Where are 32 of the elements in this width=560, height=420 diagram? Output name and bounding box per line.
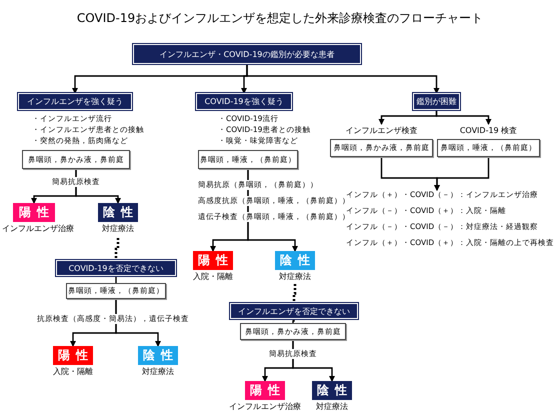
heading-box: インフルエンザを強く疑う — [18, 93, 132, 110]
arrow — [115, 299, 161, 347]
result-box: 陰性 — [98, 203, 138, 222]
arrow — [75, 169, 121, 204]
caption-text: インフルエンザ治療 — [2, 224, 74, 234]
caption-text: 対症療法 — [316, 402, 348, 412]
heading-box: COVID-19を強く疑う — [196, 93, 292, 110]
result-box: 陰性 — [312, 381, 352, 400]
caption-text: 対症療法 — [142, 367, 174, 377]
result-box: 陽性 — [193, 251, 233, 270]
result-box: 陽性 — [245, 381, 285, 400]
caption-text: インフルエンザ治療 — [229, 402, 301, 412]
heading-box: 鑑別が困難 — [413, 93, 460, 110]
heading-text: インフルエンザ検査 — [346, 126, 418, 135]
title: COVID-19およびインフルエンザを想定した外来診療検査のフローチャート — [76, 11, 484, 25]
arrow — [436, 110, 492, 125]
caption-text: 対症療法 — [102, 224, 134, 234]
result-box: 陰性 — [138, 346, 178, 365]
arrow — [434, 157, 490, 191]
caption-text: 入院・隔離 — [53, 367, 93, 377]
heading-text: COVID-19 検査 — [460, 126, 518, 135]
heading-box: インフルエンザを否定できない — [230, 303, 358, 319]
result-box: 陽性 — [13, 203, 55, 222]
heading-box: COVID-19を否定できない — [56, 260, 176, 276]
caption-text: 入院・隔離 — [193, 272, 233, 282]
arrow — [246, 64, 440, 94]
result-box: 陰性 — [275, 251, 315, 270]
heading-box: インフルエンザ・COVID-19の鑑別が必要な患者 — [133, 44, 361, 64]
dotted-line — [114, 238, 120, 260]
dotted-line — [292, 284, 296, 303]
caption-text: 対症療法 — [279, 272, 311, 282]
result-box: 陽性 — [53, 346, 93, 365]
